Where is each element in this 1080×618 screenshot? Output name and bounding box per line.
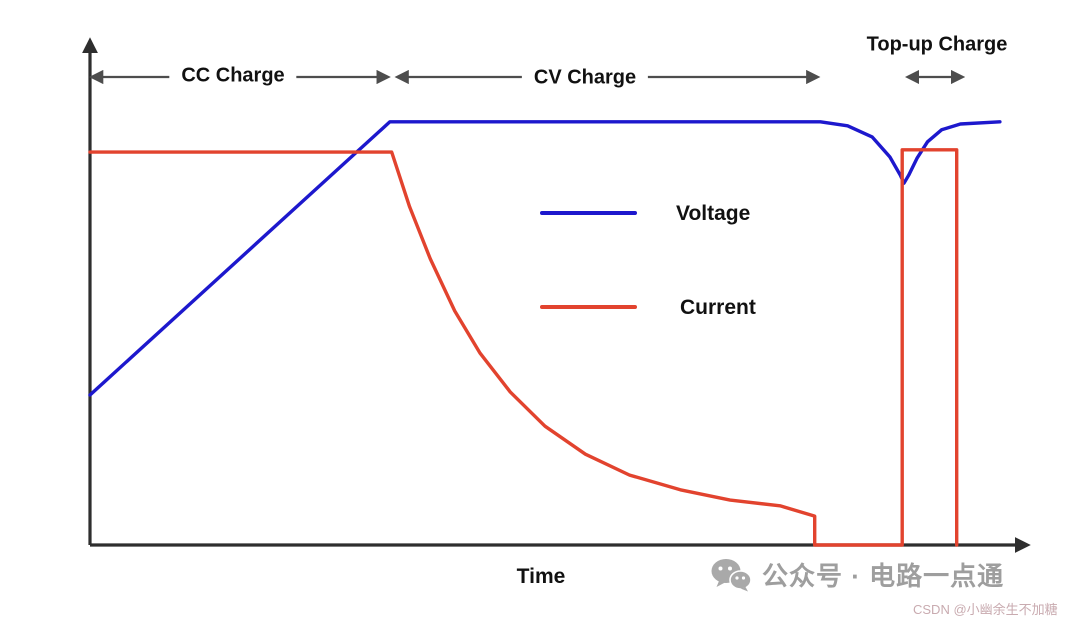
csdn-watermark: CSDN @小幽余生不加糖 [913,602,1058,617]
phase-label-topup-charge: Top-up Charge [862,33,1012,57]
wechat-watermark-text: 公众号 · 电路一点通 [762,561,1005,591]
phase-label-cc-charge: CC Charge [169,64,297,88]
legend-current-line [540,305,637,309]
phase-label-cv-charge: CV Charge [521,66,649,90]
wechat-icon [711,558,752,591]
legend-voltage-label: Voltage [676,202,751,225]
x-axis-label: Time [516,565,566,588]
wechat-watermark: 公众号 · 电路一点通 [710,556,1004,593]
legend-voltage-line [540,211,637,215]
legend-current-label: Current [680,296,756,319]
